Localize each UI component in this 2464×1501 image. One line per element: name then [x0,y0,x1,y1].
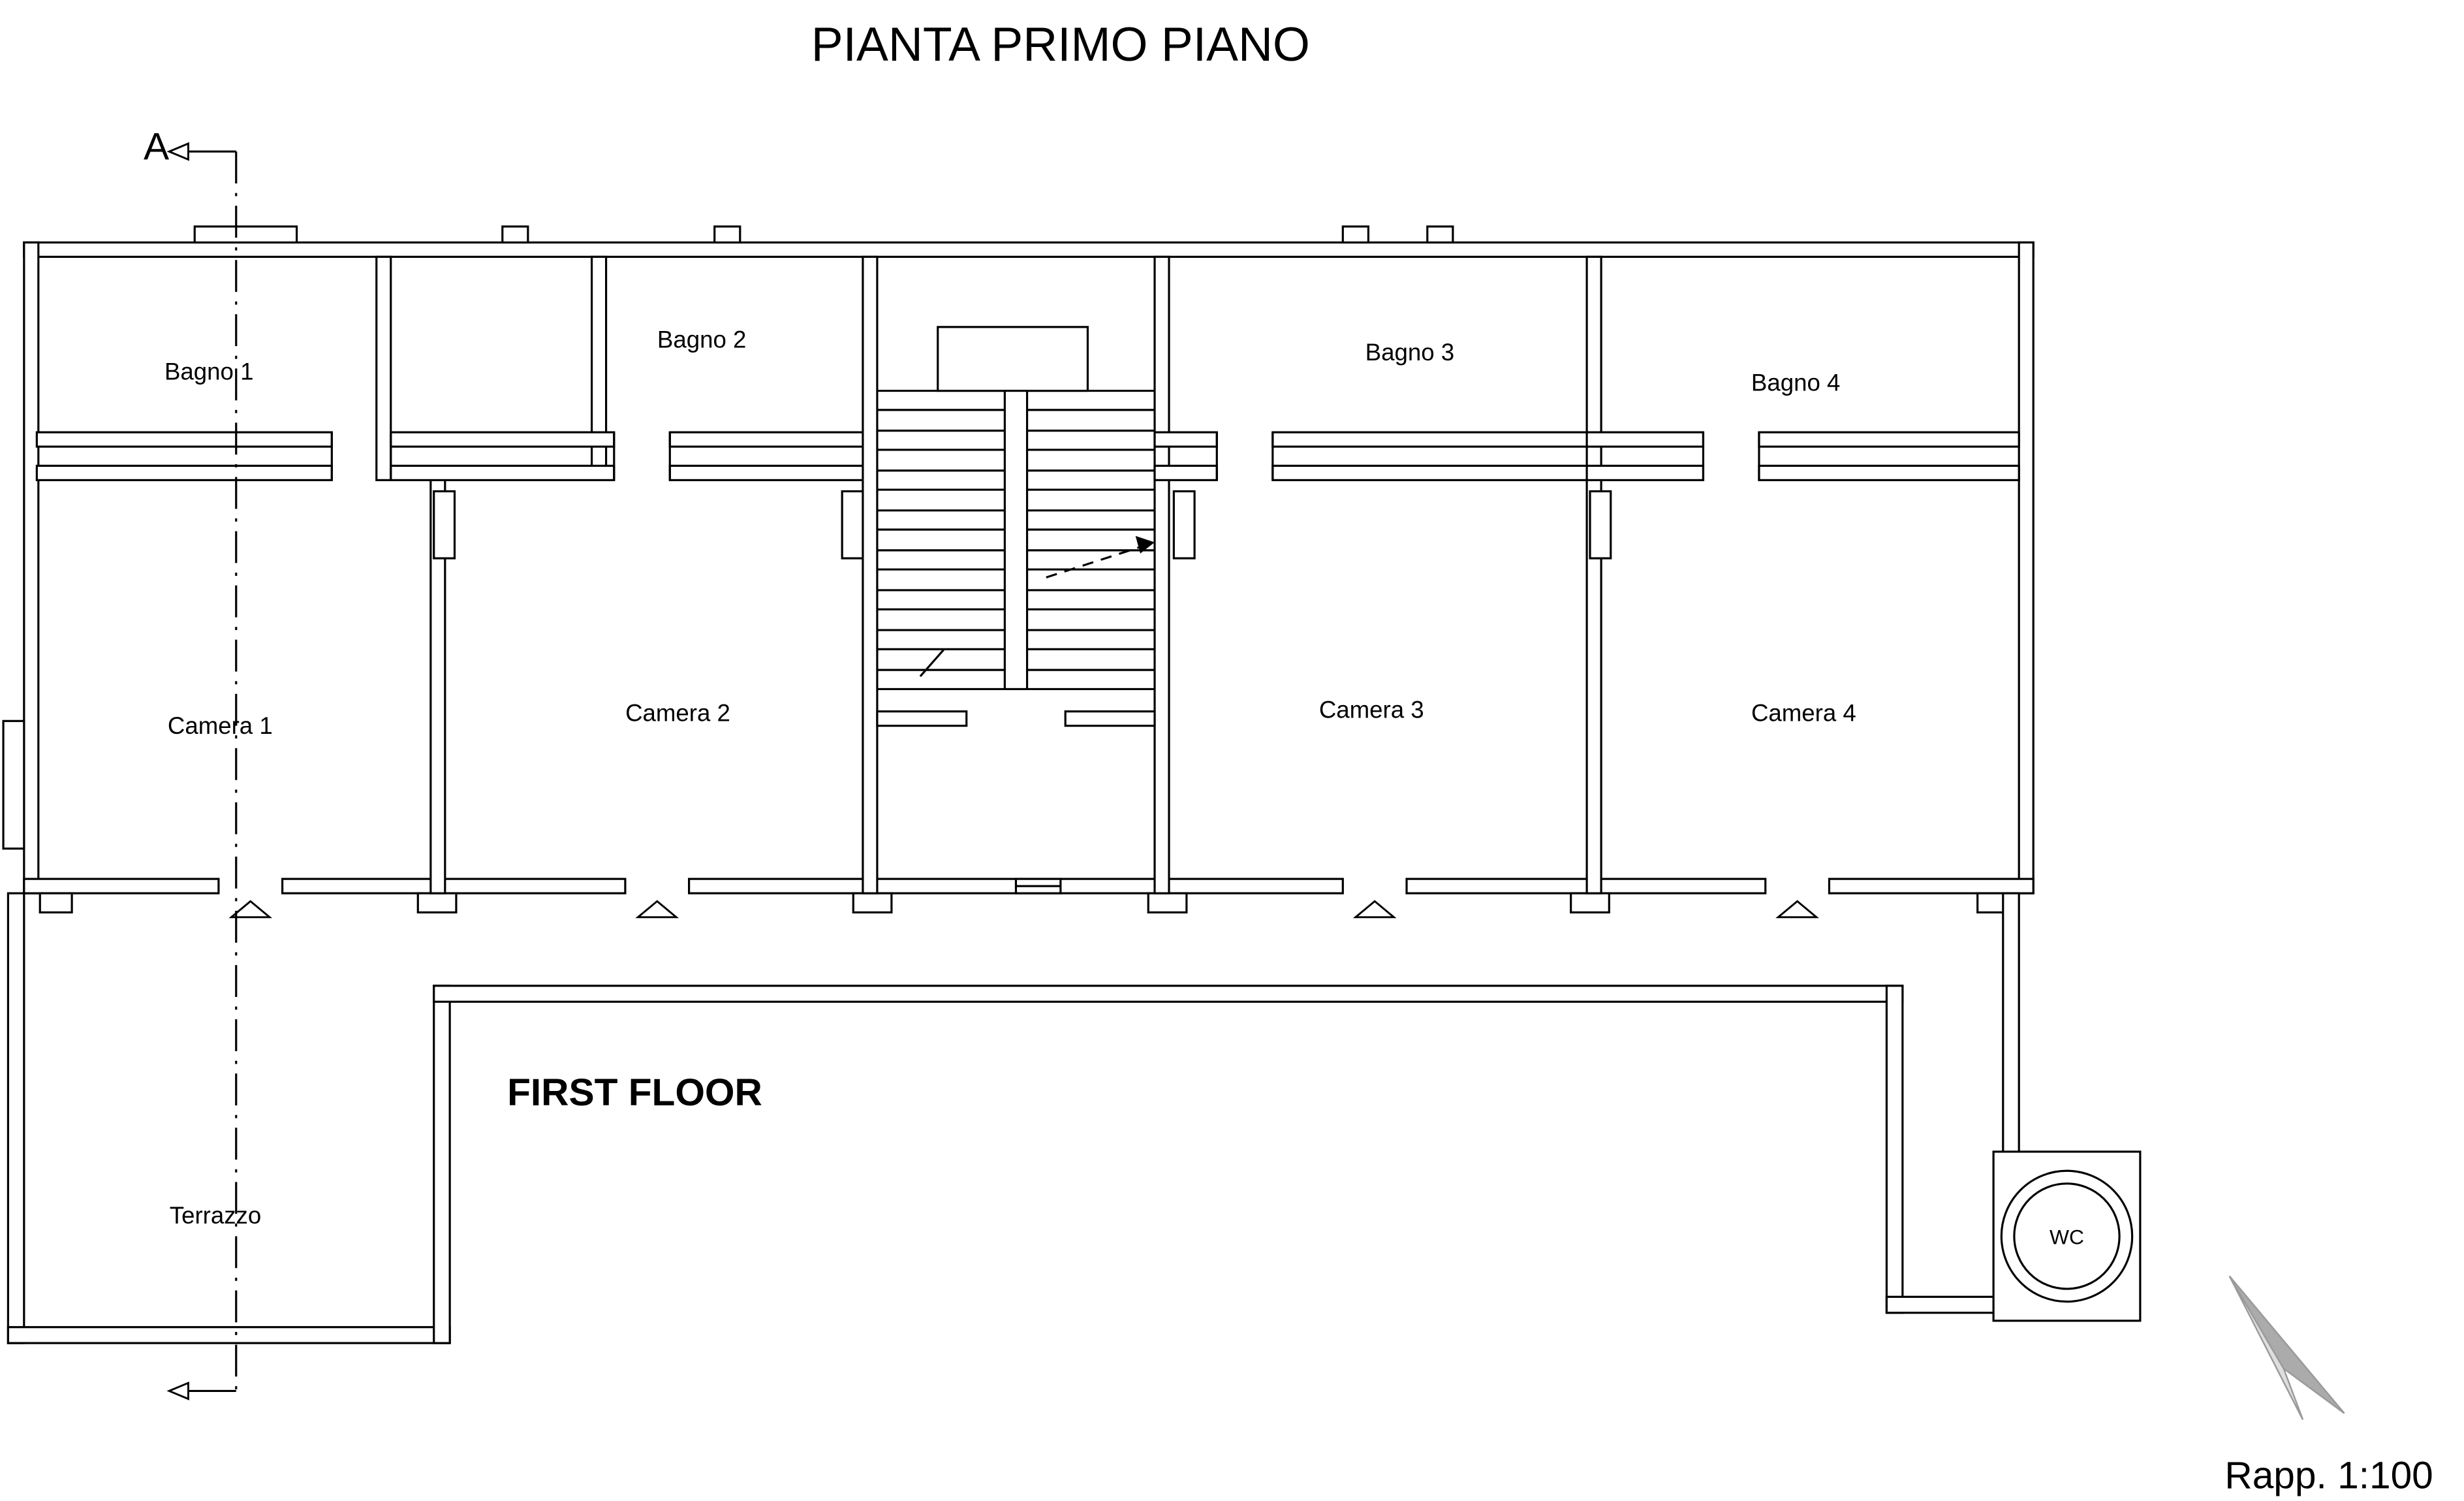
room-label-bagno-3: Bagno 3 [1365,339,1454,366]
staircase [877,326,1155,691]
door-thresholds-group [228,900,1819,919]
scale-label: Rapp. 1:100 [2224,1454,2433,1496]
exterior-walls-group [2,225,2035,914]
pilaster [1147,892,1188,914]
pilaster [39,892,73,914]
section-arrow-top [166,142,189,161]
room-label-bagno-4: Bagno 4 [1751,370,1840,396]
north-arrow-icon [2228,1275,2345,1420]
plan-title: PIANTA PRIMO PIANO [811,18,1310,71]
room-label-bagno-1: Bagno 1 [164,358,253,385]
door-leaf [841,490,864,560]
door-threshold [1352,900,1397,919]
stair-stringer [1003,389,1029,691]
room-label-camera-2: Camera 2 [625,699,730,726]
room-label-bagno-2: Bagno 2 [657,326,746,353]
door-leaf [1172,490,1196,560]
room-label-camera-3: Camera 3 [1319,696,1424,723]
terrace-group [7,892,2142,1344]
stair-direction-arrow [1135,535,1155,554]
door-leaf [1589,490,1612,560]
pilaster [852,892,893,914]
section-line: A [144,125,238,1400]
pilaster [1341,225,1369,244]
section-marker-label: A [144,125,169,168]
door-leaf [433,490,456,560]
door-threshold [228,900,273,919]
pilaster [193,225,298,244]
pilaster [416,892,458,914]
room-label-camera-1: Camera 1 [168,712,273,739]
interior-walls-group [35,255,2020,894]
room-label-wc: WC [2050,1225,2084,1249]
section-arrow-bottom [166,1382,189,1400]
balcony-parapet [433,985,1904,1003]
stair-direction-dashed [1046,541,1155,578]
room-label-camera-4: Camera 4 [1751,699,1856,726]
stair-treads-right [1027,389,1155,691]
door-threshold [1775,900,1819,919]
floor-label: FIRST FLOOR [507,1071,762,1114]
stair-treads-left [877,389,1005,691]
room-label-terrazzo: Terrazzo [170,1202,261,1229]
pilaster [1426,225,1454,244]
pilaster [1570,892,1610,914]
stair-landing [937,326,1089,392]
pilaster [501,225,529,244]
pilaster [713,225,741,244]
wc-turret [1992,1150,2142,1322]
pilaster [2,719,25,850]
door-threshold [635,900,679,919]
